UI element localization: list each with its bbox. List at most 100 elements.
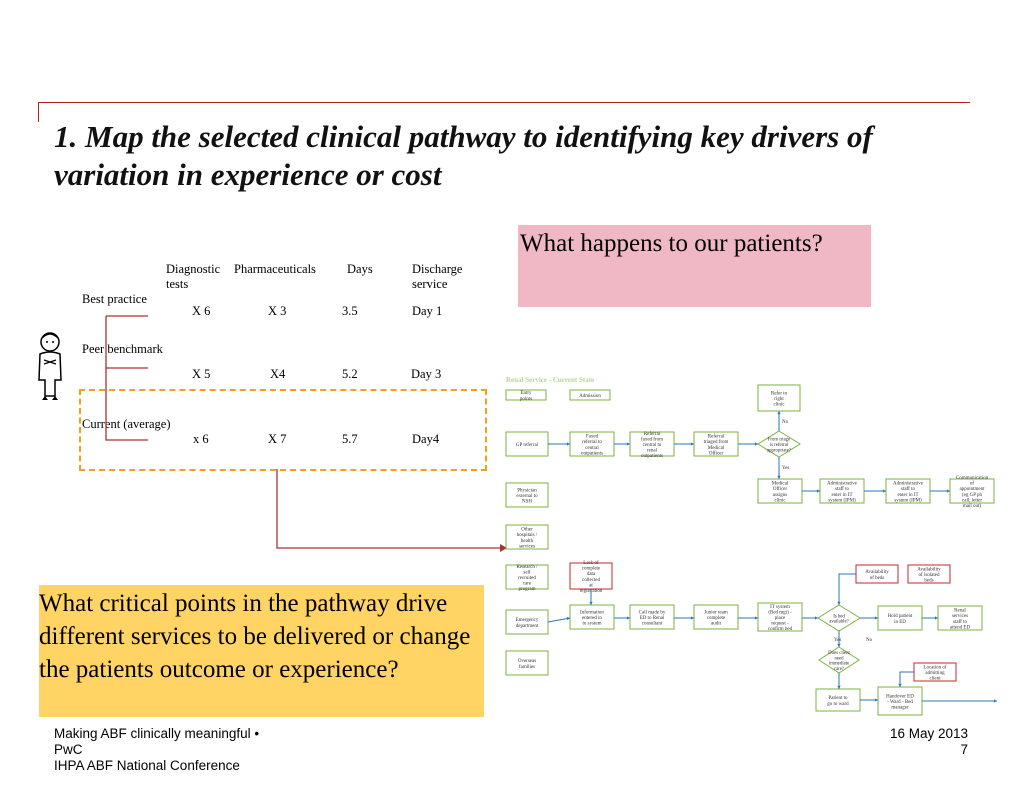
svg-text:outpatients: outpatients <box>641 454 663 459</box>
svg-text:GP referral: GP referral <box>516 443 539 448</box>
flow-arrow <box>802 489 820 493</box>
cell-current-pharma: X 7 <box>268 432 287 446</box>
flow-arrow <box>589 589 593 605</box>
svg-text:consultant: consultant <box>642 622 663 627</box>
svg-text:collected: collected <box>582 578 601 583</box>
cell-best-discharge: Day 1 <box>412 304 443 318</box>
svg-text:recruited: recruited <box>518 576 536 581</box>
flow-arrow <box>864 489 886 493</box>
decision-label-no: No <box>782 420 789 425</box>
svg-text:of isolated: of isolated <box>919 573 940 578</box>
flow-arrow <box>674 616 694 620</box>
footer-right: 16 May 2013 7 <box>860 726 968 758</box>
svg-text:Junior team: Junior team <box>704 610 728 615</box>
svg-text:Medical: Medical <box>772 482 789 487</box>
svg-text:triaged from: triaged from <box>704 440 729 445</box>
svg-text:Does client: Does client <box>828 651 850 656</box>
svg-text:request -: request - <box>771 622 789 627</box>
svg-text:Information: Information <box>580 610 604 615</box>
flow-arrow <box>802 616 818 620</box>
flow-arrow <box>837 631 841 647</box>
svg-text:call, letter: call, letter <box>962 498 982 503</box>
flow-arrow <box>547 616 571 623</box>
svg-text:to system: to system <box>582 622 601 627</box>
callout-what-happens-text: What happens to our patients? <box>520 230 823 257</box>
svg-text:clinic: clinic <box>774 498 786 503</box>
callout-critical-points: What critical points in the pathway driv… <box>39 585 484 717</box>
decision-label-yes: Yes <box>782 466 789 471</box>
svg-text:staff to: staff to <box>901 487 915 492</box>
footer-line-3: IHPA ABF National Conference <box>54 758 240 773</box>
svg-text:faxed from: faxed from <box>641 437 663 442</box>
svg-text:outpatients: outpatients <box>581 451 603 456</box>
svg-text:Overseas: Overseas <box>518 659 536 664</box>
svg-text:external to: external to <box>516 494 538 499</box>
svg-text:mail out): mail out) <box>963 504 982 509</box>
svg-text:staff to: staff to <box>835 487 849 492</box>
svg-text:Other: Other <box>521 528 533 533</box>
footer-date: 16 May 2013 <box>889 726 968 741</box>
patient-person-icon <box>38 332 62 400</box>
svg-text:client: client <box>929 677 941 682</box>
svg-text:of: of <box>970 482 975 487</box>
svg-text:services: services <box>519 544 535 549</box>
svg-text:Administrative: Administrative <box>827 482 858 487</box>
svg-text:health: health <box>521 539 534 544</box>
row-label-best-practice: Best practice <box>82 292 147 306</box>
svg-text:entered in: entered in <box>582 616 602 621</box>
svg-text:place: place <box>775 616 786 621</box>
svg-text:Administrative: Administrative <box>893 482 924 487</box>
title-rule-tick <box>38 102 39 122</box>
svg-text:central: central <box>585 446 599 451</box>
current-highlight-box <box>79 389 487 471</box>
footer-line-2: PwC <box>54 742 83 757</box>
svg-text:Referral: Referral <box>644 432 661 437</box>
svg-text:hospitals /: hospitals / <box>517 533 538 538</box>
footer-line-1: Making ABF clinically meaningful • <box>54 726 260 741</box>
svg-text:points: points <box>520 397 532 402</box>
svg-text:assigns: assigns <box>773 493 788 498</box>
flow-arrow <box>548 442 570 446</box>
header-days: Days <box>347 262 373 276</box>
svg-text:Officer: Officer <box>773 487 788 492</box>
svg-text:in ED: in ED <box>894 620 906 625</box>
flow-arrow <box>837 673 841 689</box>
cell-best-pharma: X 3 <box>268 304 287 318</box>
flow-arrow <box>898 671 914 687</box>
svg-text:system (IPM): system (IPM) <box>894 498 922 503</box>
svg-text:Admission: Admission <box>579 394 601 399</box>
entry-point-box: GP referral <box>505 431 549 457</box>
row-label-peer-benchmark: Peer benchmark <box>82 342 163 356</box>
svg-text:Availability: Availability <box>865 570 889 575</box>
svg-text:Emergency: Emergency <box>516 618 539 623</box>
svg-text:go to ward: go to ward <box>827 702 849 707</box>
svg-text:services: services <box>952 614 968 619</box>
cell-current-diagnostic: x 6 <box>193 432 209 446</box>
lane-label-admission: Admission <box>569 389 611 401</box>
cell-peer-days: 5.2 <box>342 367 358 381</box>
flow-arrow <box>614 616 630 620</box>
flow-arrow <box>777 411 781 431</box>
svg-text:at: at <box>589 583 593 588</box>
pathway-flowchart: Renal Service - Current StateEntrypoints… <box>505 376 997 716</box>
svg-text:department: department <box>516 624 539 629</box>
svg-text:confirm bed: confirm bed <box>768 627 793 632</box>
decision-label-yes: Yes <box>834 638 841 643</box>
svg-text:appropriate?: appropriate? <box>767 448 791 453</box>
svg-text:beds: beds <box>924 579 933 584</box>
svg-text:Referral: Referral <box>708 435 725 440</box>
svg-text:ED to Renal: ED to Renal <box>640 616 665 621</box>
